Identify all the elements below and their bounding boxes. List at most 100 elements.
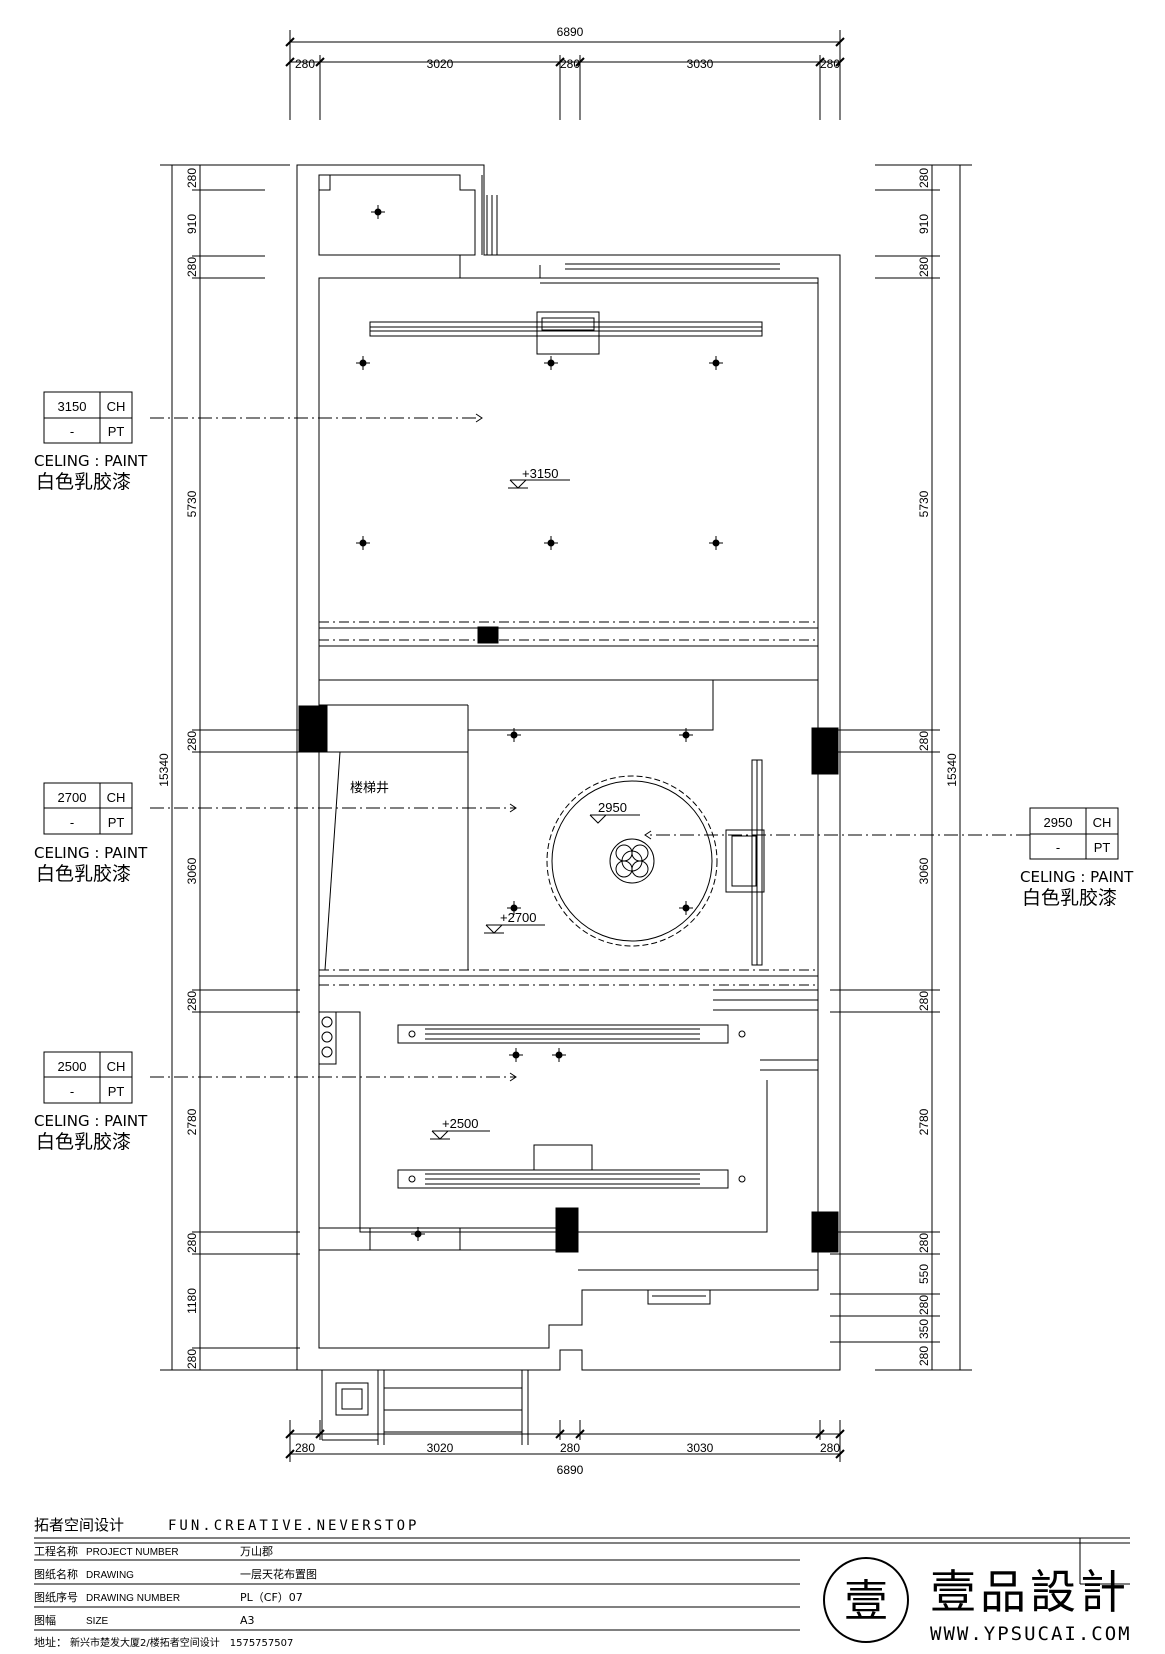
bottom-dim-2: 3020 [427,1441,454,1455]
entry-steps [321,1370,529,1445]
tag-ch: CH [107,399,126,414]
tag-pt: PT [108,424,125,439]
ceiling-tag-frames [43,391,1119,1104]
right-dim-6: 3060 [917,857,931,884]
watermark-brand: 壹品設計 [930,1565,1130,1619]
watermark-url: WWW.YPSUCAI.COM [930,1623,1132,1645]
top-dim-1: 280 [295,57,315,71]
size-label: 图幅 [34,1614,56,1627]
tag-height: 3150 [58,399,87,414]
tag-pt: PT [108,815,125,830]
size-label-en: SIZE [86,1616,109,1627]
left-dim-8: 2780 [185,1108,199,1135]
top-dim-3: 280 [560,57,580,71]
trough-end-icon [738,1030,746,1038]
downlight-icon [356,536,370,550]
right-dim-2: 910 [917,214,931,234]
tag-pt: PT [108,1084,125,1099]
trough-end-icon [408,1030,416,1038]
right-total-dim: 15340 [945,753,959,787]
tag-dash: - [70,815,74,830]
downlight-icon [356,356,370,370]
company-slogan: FUN.CREATIVE.NEVERSTOP [168,1518,419,1534]
tag-ch: CH [107,1059,126,1074]
address-value: 新兴市楚发大厦2/楼拓者空间设计 1575757507 [70,1636,293,1649]
right-dim-5: 280 [917,731,931,751]
top-dim-4: 3030 [687,57,714,71]
left-dim-6: 3060 [185,857,199,884]
tag-material: 白色乳胶漆 [1022,887,1117,909]
drawing-number-label: 图纸序号 [34,1590,78,1604]
downlight-icon [709,356,723,370]
downlight-icon [411,1227,425,1241]
watermark-seal [823,1557,909,1643]
exterior-walls [296,164,841,1371]
lower-room-ceiling [318,1011,818,1305]
drawing-label: 图纸名称 [34,1567,78,1581]
level-2500: +2500 [442,1116,479,1131]
bottom-dimension-chain [285,1420,845,1462]
left-dim-3: 280 [185,257,199,277]
downlight-icon [679,728,693,742]
tag-ch: CH [1093,815,1112,830]
right-dimension-chain [830,164,972,1371]
downlight-icon [507,728,521,742]
left-dim-5: 280 [185,731,199,751]
tag-height: 2700 [58,790,87,805]
right-dim-3: 280 [917,257,931,277]
tag-caption: CELING : PAINT [34,844,148,862]
tag-dash: - [70,424,74,439]
left-dim-4: 5730 [185,490,199,517]
left-total-dim: 15340 [157,753,171,787]
ceiling-tag-2950: 2950 CH - PT CELING : PAINT 白色乳胶漆 [1020,815,1134,909]
right-dim-7: 280 [917,991,931,1011]
right-dim-4: 5730 [917,490,931,517]
right-dim-13: 280 [917,1346,931,1366]
downlight-icon [507,901,521,915]
title-block-frame [34,1537,1130,1631]
left-dim-1: 280 [185,168,199,188]
tag-ch: CH [107,790,126,805]
trough-end-icon [408,1175,416,1183]
drawing-number-value: PL（CF）07 [240,1591,303,1604]
tag-caption: CELING : PAINT [34,452,148,470]
seal-char: 壹 [844,1576,888,1627]
downlight-symbols [356,205,746,1241]
top-dim-5: 280 [820,57,840,71]
left-dim-9: 280 [185,1233,199,1253]
ceiling-tag-3150: 3150 CH - PT CELING : PAINT 白色乳胶漆 [34,399,148,493]
drawing-value: 一层天花布置图 [240,1568,317,1581]
tag-caption: CELING : PAINT [34,1112,148,1130]
tag-dash: - [1056,840,1060,855]
wall-columns [298,705,839,1253]
right-dim-10: 550 [917,1264,931,1284]
bottom-dim-4: 3030 [687,1441,714,1455]
downlight-icon [709,536,723,550]
right-dim-12: 350 [917,1319,931,1339]
right-dim-9: 280 [917,1233,931,1253]
left-dimension-chain [160,164,300,1371]
bottom-dim-1: 280 [295,1441,315,1455]
company-name: 拓者空间设计 [34,1516,124,1534]
project-value: 万山郡 [240,1545,273,1558]
left-dim-7: 280 [185,991,199,1011]
tag-leader-lines [150,413,1030,1082]
trough-end-icon [738,1175,746,1183]
downlight-icon [371,205,385,219]
right-dim-11: 280 [917,1295,931,1315]
left-dim-11: 280 [185,1349,199,1369]
project-label-en: PROJECT NUMBER [86,1547,179,1558]
level-2700: +2700 [500,910,537,925]
level-markers [430,479,640,1140]
address-label: 地址： [34,1635,67,1649]
project-label: 工程名称 [34,1544,78,1558]
downlight-icon [544,356,558,370]
tag-height: 2950 [1044,815,1073,830]
level-2950: 2950 [598,800,627,815]
left-dim-2: 910 [185,214,199,234]
middle-room-ceiling [319,679,818,1011]
tag-material: 白色乳胶漆 [36,863,131,885]
tag-material: 白色乳胶漆 [36,1131,131,1153]
downlight-icon [679,901,693,915]
drawing-label-en: DRAWING [86,1570,134,1581]
